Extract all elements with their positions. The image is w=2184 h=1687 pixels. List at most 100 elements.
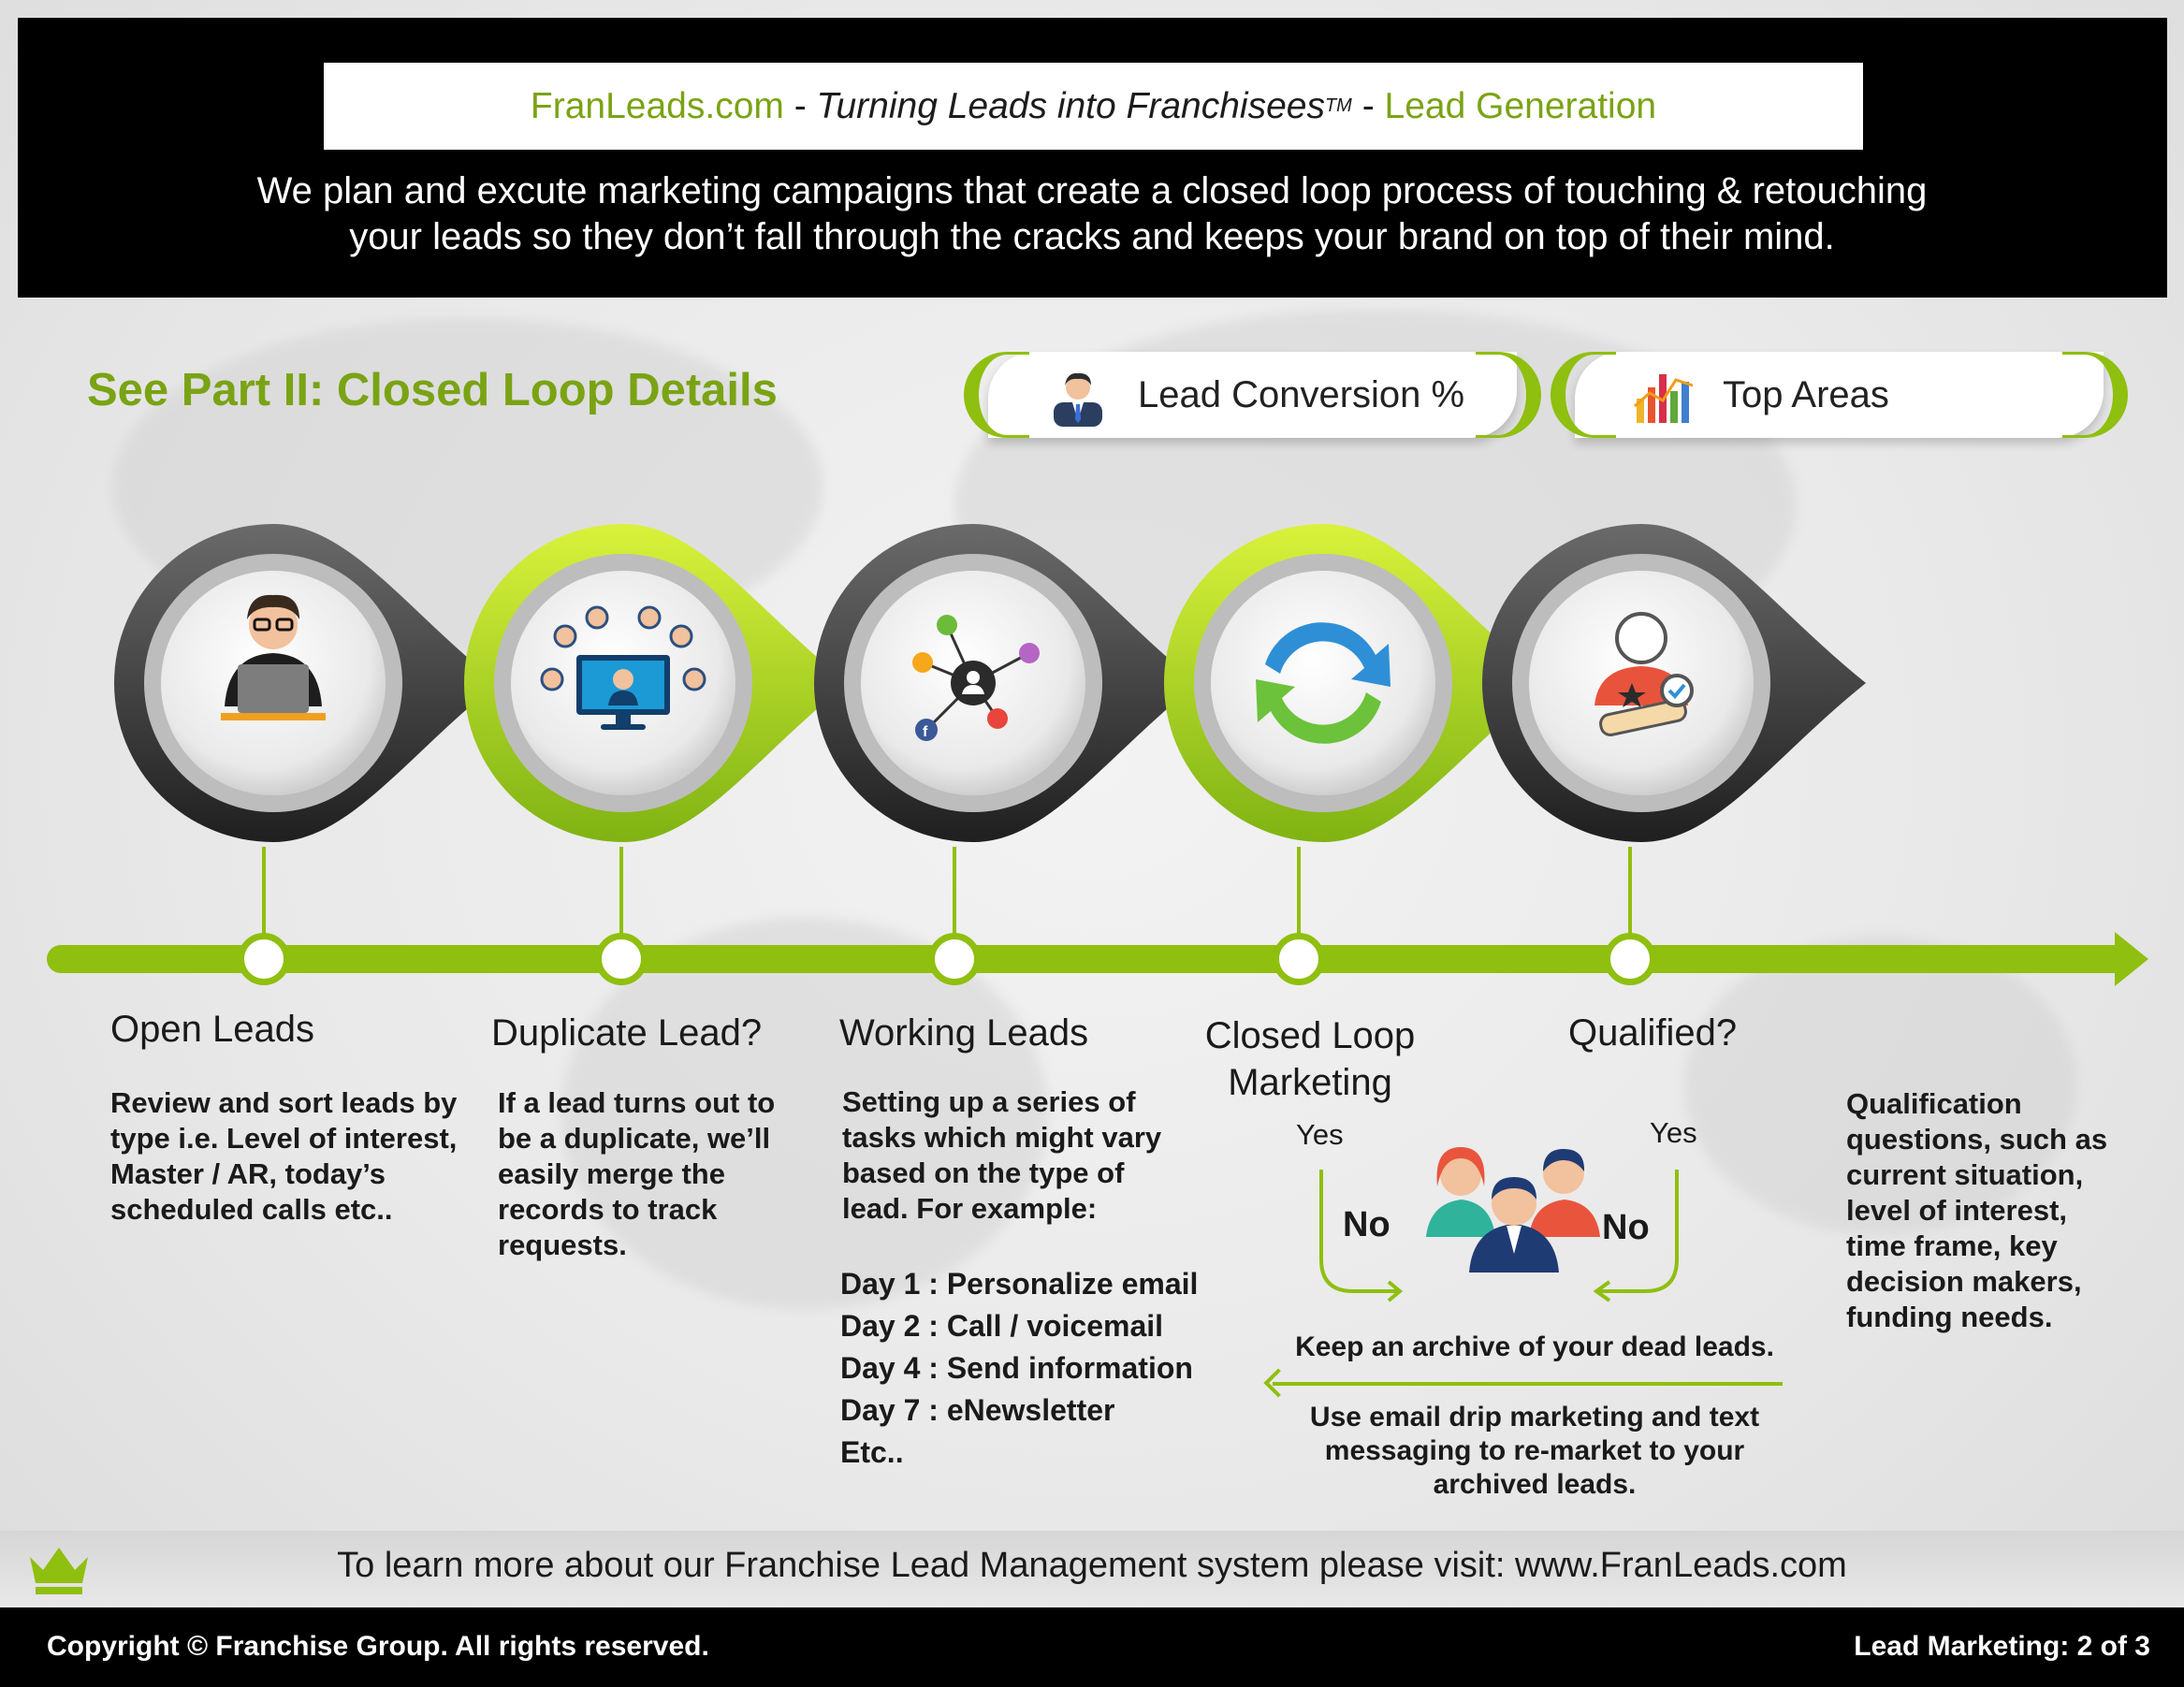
desc-line: scheduled calls etc.. [110,1193,393,1226]
desc-line: easily merge the [498,1157,725,1190]
desc-line: time frame, key [1846,1229,2058,1262]
desc-line: funding needs. [1846,1301,2053,1333]
step-title: Open Leads [110,1009,314,1050]
title-separator: - [783,85,817,126]
step-description: Setting up a series of tasks which might… [842,1084,1188,1227]
note-line: messaging to re-market to your [1324,1435,1745,1466]
note-line: archived leads. [1433,1469,1637,1500]
step-description: Review and sort leads by type i.e. Level… [110,1085,485,1228]
footer-band [0,1531,2184,1607]
desc-line: decision makers, [1846,1265,2082,1298]
yes-label: Yes [1296,1118,1344,1151]
part-two-link[interactable]: See Part II: Closed Loop Details [87,365,778,415]
title-line: Marketing [1228,1062,1392,1103]
lead-conversion-tab[interactable]: Lead Conversion % [964,352,1541,438]
desc-line: questions, such as [1846,1123,2108,1156]
top-areas-tab[interactable]: Top Areas [1551,352,2128,438]
note-line: Use email drip marketing and text [1309,1402,1760,1432]
desc-line: based on the type of [842,1156,1125,1189]
desc-line: If a lead turns out to [498,1086,776,1119]
desc-line: type i.e. Level of interest, [110,1122,458,1155]
pill-accent [964,352,1029,438]
page-title: FranLeads.com - Turning Leads into Franc… [324,63,1863,150]
dark-ring-badge [1482,524,1866,842]
timeline-node[interactable] [238,933,290,985]
archive-note: Keep an archive of your dead leads. [1295,1331,1774,1362]
pill-label: Top Areas [1723,373,1889,415]
timeline-arrowhead [2115,932,2148,986]
desc-line: requests. [498,1229,627,1261]
task-list: Day 1 : Personalize email Day 2 : Call /… [840,1263,1215,1474]
intro-line: your leads so they don’t fall through th… [349,216,1835,257]
return-arrow [1273,1382,1783,1386]
timeline-stem [953,847,956,954]
desc-line: be a duplicate, we’ll [498,1122,771,1155]
crown-icon [30,1548,88,1594]
desc-line: tasks which might vary [842,1121,1162,1154]
step-closed-loop-badge[interactable] [1155,515,1566,851]
copyright-band [0,1607,2184,1687]
page-indicator: Lead Marketing: 2 of 3 [1854,1631,2150,1662]
step-working-leads-badge[interactable]: f [805,515,1216,851]
svg-text:f: f [923,724,928,740]
step-title: Working Leads [839,1012,1089,1054]
businessman-icon [1054,372,1102,427]
remarket-note: Use email drip marketing and text messag… [1254,1401,1815,1502]
step-description: If a lead turns out to be a duplicate, w… [498,1085,816,1263]
dark-ring-badge: f [814,524,1198,842]
return-arrowhead [1263,1368,1293,1398]
step-description: Qualification questions, such as current… [1846,1086,2146,1335]
pill-accent [2062,352,2128,438]
pill-label: Lead Conversion % [1138,373,1465,415]
task-item: Etc.. [840,1435,904,1469]
no-label: No [1343,1205,1390,1244]
bar-chart-icon [1634,374,1694,423]
desc-line: Review and sort leads by [110,1086,458,1119]
timeline-node[interactable] [1604,933,1656,985]
task-item: Day 1 : Personalize email [840,1267,1199,1301]
desc-line: Setting up a series of [842,1085,1136,1118]
timeline-stem [262,847,266,954]
team-people-icon [1426,1147,1600,1273]
intro-text: We plan and excute marketing campaigns t… [56,168,2128,260]
step-duplicate-lead-badge[interactable] [455,515,866,851]
desc-line: Master / AR, today’s [110,1157,386,1190]
task-item: Day 7 : eNewsletter [840,1393,1115,1427]
desc-line: current situation, [1846,1158,2084,1191]
step-title: Qualified? [1568,1012,1738,1054]
step-open-leads-badge[interactable] [105,515,517,851]
map-decoration [1684,936,2077,1235]
step-qualified-badge[interactable] [1473,515,1885,851]
green-ring-badge [1164,524,1548,842]
title-tagline: Turning Leads into Franchisees [816,85,1325,126]
title-separator: - [1351,85,1385,126]
no-label: No [1602,1208,1650,1247]
loop-arrows [1319,1170,1679,1302]
desc-line: lead. For example: [842,1192,1098,1225]
timeline-node[interactable] [1273,933,1325,985]
trademark-mark: TM [1324,95,1352,116]
timeline-stem [1628,847,1632,954]
task-item: Day 4 : Send information [840,1351,1193,1385]
intro-line: We plan and excute marketing campaigns t… [256,170,1928,211]
desc-line: level of interest, [1846,1194,2068,1227]
timeline-node[interactable] [928,933,981,985]
timeline-stem [1297,847,1301,954]
title-brand: FranLeads.com [530,85,784,126]
dark-ring-badge [114,524,498,842]
footer-message[interactable]: To learn more about our Franchise Lead M… [337,1546,1847,1585]
copyright-text: Copyright © Franchise Group. All rights … [47,1631,709,1662]
green-ring-badge [464,524,848,842]
task-item: Day 2 : Call / voicemail [840,1309,1164,1343]
desc-line: records to track [498,1193,718,1226]
timeline-track [47,945,2133,973]
map-decoration [561,917,1048,1310]
title-section: Lead Generation [1384,85,1657,126]
title-line: Closed Loop [1204,1015,1416,1056]
step-title: Duplicate Lead? [491,1012,763,1054]
timeline-node[interactable] [595,933,648,985]
yes-label: Yes [1650,1116,1697,1149]
step-title: Closed Loop Marketing [1188,1012,1432,1106]
desc-line: Qualification [1846,1087,2022,1120]
timeline-stem [619,847,623,954]
